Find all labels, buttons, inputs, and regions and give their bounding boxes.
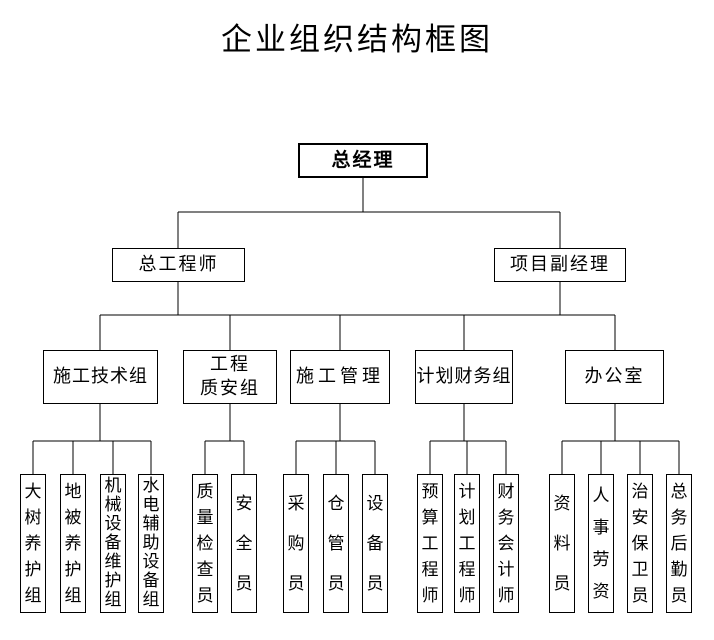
chart-title: 企业组织结构框图 xyxy=(221,22,493,58)
node-quality-inspector: 质量检查员 xyxy=(192,474,218,613)
node-label: 仓管员 xyxy=(327,493,345,594)
node-construction-management: 施工管理 xyxy=(290,350,390,404)
node-label: 资料员 xyxy=(553,493,571,594)
node-groundcover-maintenance-group: 地被养护组 xyxy=(60,474,86,613)
node-label: 治安保卫员 xyxy=(631,481,649,606)
node-label: 大树养护组 xyxy=(24,481,42,606)
node-general-affairs-logistics: 总务后勤员 xyxy=(666,474,692,613)
node-budget-engineer: 预算工程师 xyxy=(417,474,443,613)
node-chief-engineer: 总工程师 xyxy=(112,248,245,282)
node-hr-labor-wages: 人事劳资 xyxy=(588,474,614,613)
node-safety-officer: 安全员 xyxy=(231,474,257,613)
node-label: 水电辅助设备组 xyxy=(142,476,160,610)
node-label: 地被养护组 xyxy=(64,481,82,606)
node-label: 计划工程师 xyxy=(458,481,476,606)
node-label: 总务后勤员 xyxy=(670,481,688,606)
node-documentation-clerk: 资料员 xyxy=(549,474,575,613)
node-office: 办公室 xyxy=(565,350,664,404)
node-planning-finance-group: 计划财务组 xyxy=(415,350,513,404)
node-label: 质量检查员 xyxy=(196,481,214,606)
node-label: 机械设备维护组 xyxy=(104,476,122,610)
node-warehouse-keeper: 仓管员 xyxy=(323,474,349,613)
node-machinery-equipment-maintenance-group: 机械设备维护组 xyxy=(100,474,126,613)
node-general-manager: 总经理 xyxy=(298,143,428,178)
node-label: 安全员 xyxy=(235,493,253,594)
node-engineering-quality-safety-group: 工程 质安组 xyxy=(183,350,277,404)
node-label: 人事劳资 xyxy=(592,485,610,602)
connector-path xyxy=(32,178,680,474)
node-deputy-project-manager: 项目副经理 xyxy=(494,248,626,282)
node-label: 预算工程师 xyxy=(421,481,439,606)
node-label: 财务会计师 xyxy=(497,481,515,606)
node-tree-maintenance-group: 大树养护组 xyxy=(20,474,46,613)
node-utilities-auxiliary-equipment-group: 水电辅助设备组 xyxy=(138,474,164,613)
node-security-guard: 治安保卫员 xyxy=(627,474,653,613)
node-label: 采购员 xyxy=(287,493,305,594)
node-financial-accountant: 财务会计师 xyxy=(493,474,519,613)
node-purchaser: 采购员 xyxy=(283,474,309,613)
node-label: 设备员 xyxy=(366,493,384,594)
node-construction-tech-group: 施工技术组 xyxy=(43,350,158,404)
node-equipment-officer: 设备员 xyxy=(362,474,388,613)
node-planning-engineer: 计划工程师 xyxy=(454,474,480,613)
